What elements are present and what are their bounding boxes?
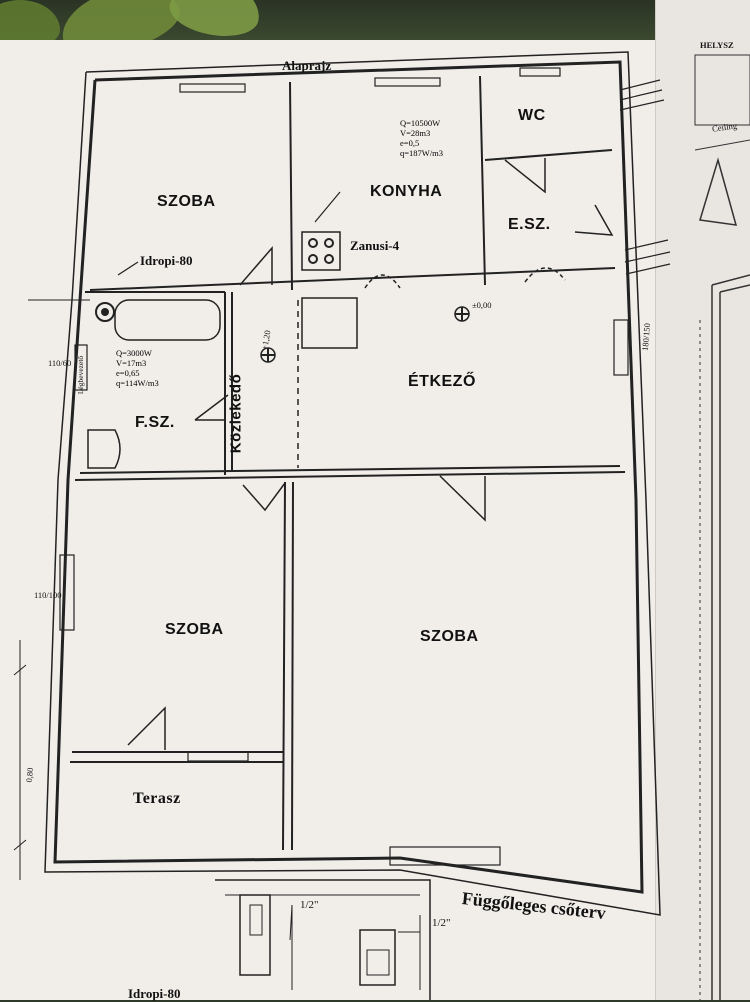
- bath-spec-qm: q=114W/m3: [116, 378, 159, 388]
- right-sheet-header: HELYSZ: [700, 40, 734, 50]
- window-left-top-dim: 110/60: [48, 358, 72, 368]
- pipe-label: 1/2": [300, 899, 319, 911]
- room-szoba-left: SZOBA: [165, 621, 224, 638]
- bath-spec-v: V=17m3: [116, 358, 147, 368]
- bath-spec-e: e=0,65: [116, 368, 140, 378]
- second-sheet: [655, 0, 750, 1000]
- pipe-label-2: 1/2": [432, 917, 451, 929]
- room-kozlekedo: Közlekedő: [227, 373, 245, 454]
- room-szoba-right: SZOBA: [420, 628, 479, 645]
- level-etkezo: ±0,00: [472, 300, 492, 310]
- idropi-bottom-label: Idropi-80: [128, 986, 181, 1001]
- bath-spec-q: Q=3000W: [116, 348, 152, 358]
- kitchen-spec-qm: q=187W/m3: [400, 148, 444, 158]
- bath-specs: Q=3000W V=17m3 e=0,65 q=114W/m3: [116, 348, 159, 388]
- room-etkezo: ÉTKEZŐ: [408, 373, 476, 390]
- room-wc: WC: [518, 107, 546, 124]
- kitchen-spec-v: V=28m3: [400, 128, 431, 138]
- room-terasz: Terasz: [133, 790, 181, 807]
- kitchen-spec-e: e=0,5: [400, 138, 420, 148]
- room-konyha: KONYHA: [370, 183, 443, 200]
- plan-header: Alaprajz: [282, 58, 332, 73]
- room-szoba-top: SZOBA: [157, 193, 216, 210]
- kitchen-spec-q: Q=10500W: [400, 118, 441, 128]
- left-dimension: 0,80: [23, 767, 36, 783]
- zanusi-label: Zanusi-4: [350, 238, 400, 253]
- legbevezeto-label: Légbevezető: [76, 355, 86, 395]
- kitchen-specs: Q=10500W V=28m3 e=0,5 q=187W/m3: [400, 118, 443, 158]
- room-esz: E.SZ.: [508, 216, 551, 233]
- room-fsz: F.SZ.: [135, 414, 175, 431]
- window-left-mid-dim: 110/100: [34, 590, 62, 600]
- idropi-top-label: Idropi-80: [140, 253, 193, 268]
